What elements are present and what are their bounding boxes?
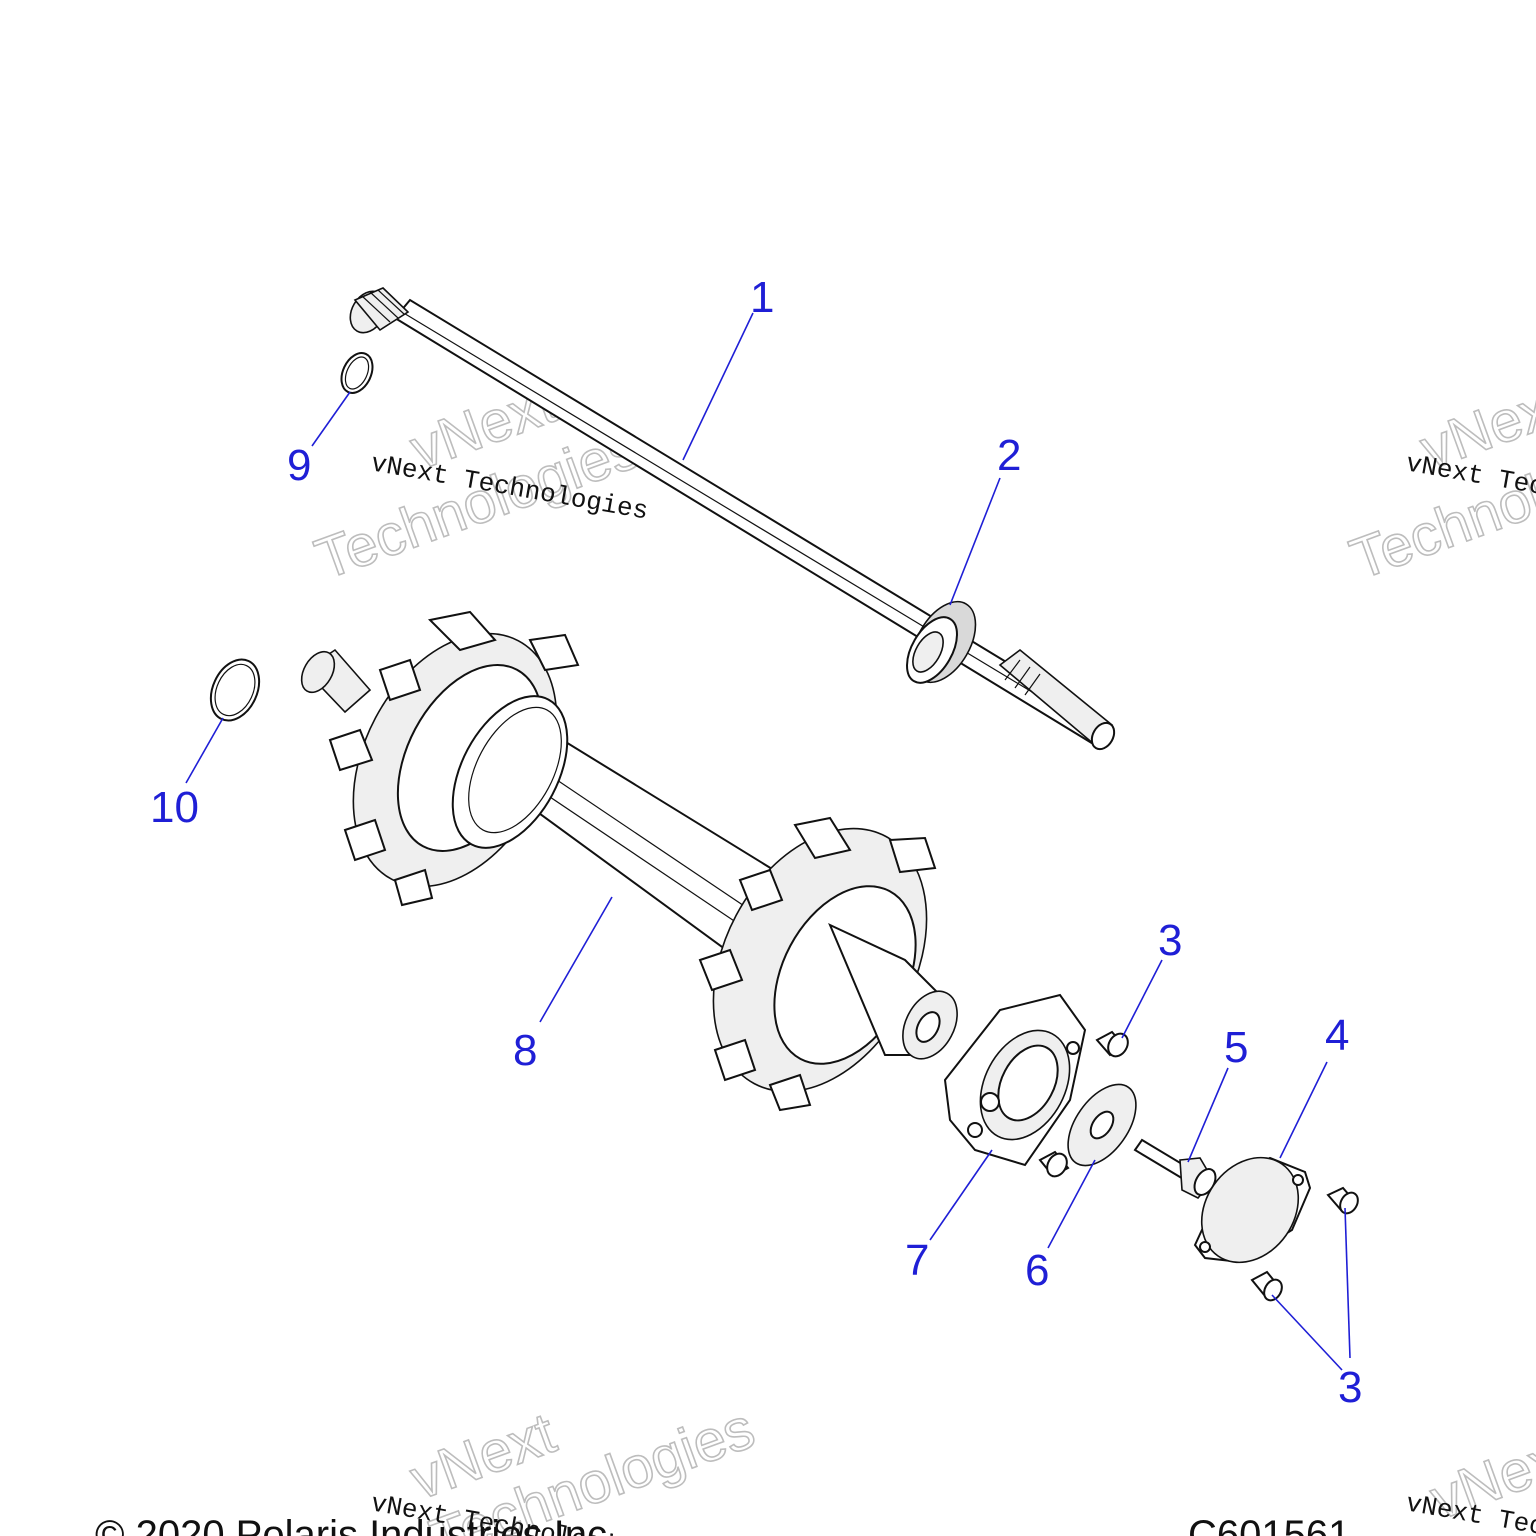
cover-plate-part: [1193, 1156, 1312, 1264]
bolt-part: [1133, 1138, 1217, 1199]
screw-part: [1095, 1030, 1129, 1058]
callout-4: 4: [1325, 1011, 1349, 1060]
o-ring-part: [340, 352, 374, 394]
screw-part: [1038, 1150, 1070, 1178]
screw-part: [1250, 1270, 1283, 1302]
diagram-code: C601561: [1188, 1513, 1350, 1536]
seal-washer-part: [1067, 1083, 1137, 1167]
sprocket-drive-shaft-part: [300, 610, 958, 1112]
o-ring-large-part: [209, 658, 261, 722]
callout-9: 9: [287, 441, 311, 490]
callout-6: 6: [1025, 1246, 1049, 1295]
bearing-housing-part: [943, 993, 1087, 1167]
copyright-text: © 2020 Polaris Industries Inc.: [95, 1513, 618, 1536]
callout-2: 2: [997, 431, 1021, 480]
callout-1: 1: [750, 273, 774, 322]
callout-3: 3: [1338, 1363, 1362, 1412]
callout-3: 3: [1158, 916, 1182, 965]
callout-10: 10: [150, 783, 199, 832]
callout-5: 5: [1224, 1023, 1248, 1072]
callout-7: 7: [905, 1236, 929, 1285]
leader-lines: [185, 312, 1351, 1371]
callout-8: 8: [513, 1026, 537, 1075]
bearing-part: [906, 600, 977, 684]
